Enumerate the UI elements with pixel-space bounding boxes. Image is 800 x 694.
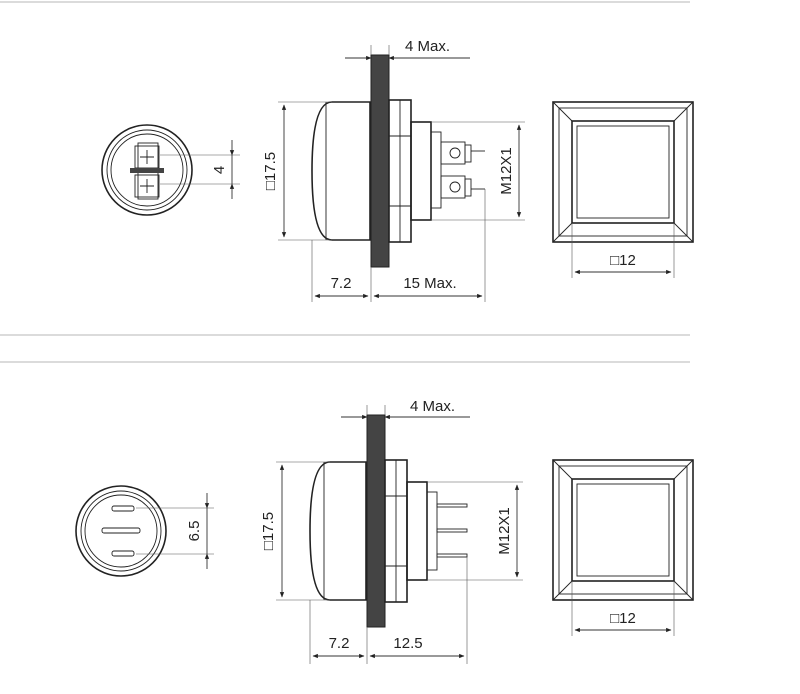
behind-panel-label-2: 12.5	[393, 635, 422, 652]
panel-max-label-1: 4 Max.	[405, 38, 450, 55]
cap-depth-label-1: 7.2	[331, 275, 352, 292]
thread-label-2: M12X1	[496, 507, 513, 555]
rear-view-2: 6.5	[75, 485, 214, 577]
drawing-pin: 6.5 4 Max. □17.5	[75, 398, 694, 664]
panel-max-label-2: 4 Max.	[410, 398, 455, 415]
drawing-solder-lug: 4	[101, 38, 694, 302]
thread-label-1: M12X1	[498, 147, 515, 195]
cap-depth-label-2: 7.2	[329, 635, 350, 652]
cap-size-label-1: □17.5	[262, 152, 279, 190]
rear-view-1: 4	[101, 124, 240, 216]
front-dim-label-1: 4	[211, 166, 228, 174]
front-dim-label-2: 6.5	[186, 521, 203, 542]
cap-size-label-2: □17.5	[260, 512, 277, 550]
behind-panel-label-1: 15 Max.	[403, 275, 456, 292]
button-size-label-2: □12	[610, 610, 636, 627]
side-view-1: 4 Max. □17.5 M12X1 7.2 15 Max.	[262, 38, 525, 302]
front-view-2: □12	[552, 459, 694, 636]
side-view-2: 4 Max. □17.5 M12X1 7.2 12.5	[260, 398, 523, 664]
button-size-label-1: □12	[610, 252, 636, 269]
front-view-1: □12	[552, 101, 694, 278]
